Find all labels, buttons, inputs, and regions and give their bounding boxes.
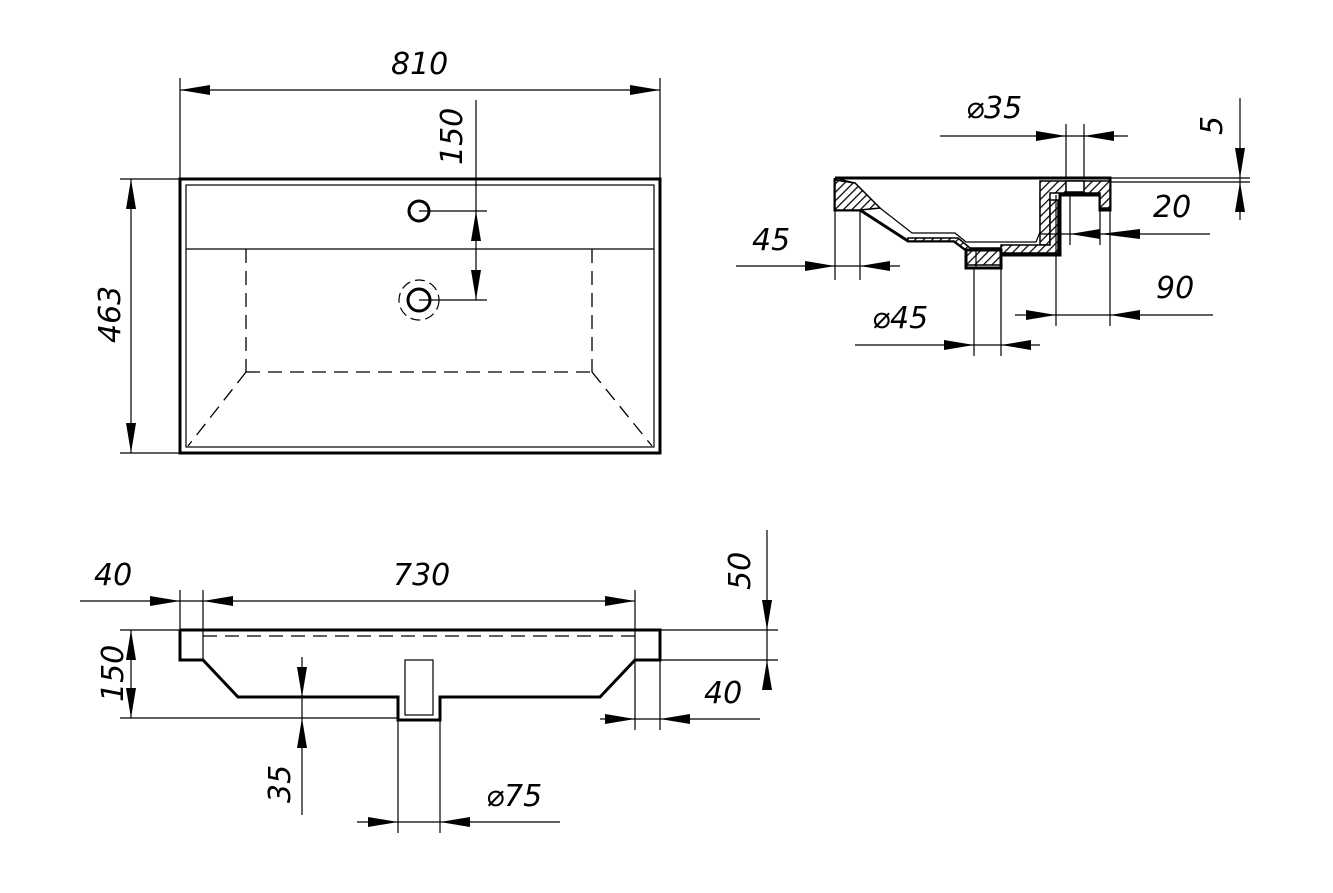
dim-text-dia45: ⌀45 [872,301,928,336]
dim-text-5: 5 [1195,116,1230,135]
dim-text-40-left: 40 [94,558,132,593]
front-drain-spout [404,659,434,716]
dim-text-45: 45 [752,223,790,258]
front-profile [178,628,662,722]
top-outer-outline [178,177,662,455]
side-bowl-surface [834,177,1055,243]
dim-text-90: 90 [1156,271,1194,306]
top-view: 810 463 150 [93,47,662,455]
front-view: 40 730 150 50 40 35 [80,530,778,833]
bowl-hidden-diag-left [187,371,247,447]
dim-text-dia75: ⌀75 [486,779,542,814]
dim-text-150-front: 150 [96,645,131,702]
side-faucet-slot [1065,180,1085,193]
top-inner-outline [185,184,655,448]
dim-text-730: 730 [393,558,450,593]
side-section-left [834,179,882,211]
dim-text-20: 20 [1153,190,1191,225]
dim-text-40-right: 40 [704,676,742,711]
side-view: ⌀35 5 20 45 90 ⌀45 [736,91,1250,356]
dim-text-463: 463 [93,286,128,343]
bowl-hidden-diag-right [591,371,653,447]
dim-text-150-top: 150 [435,108,470,165]
dim-text-50: 50 [723,552,758,590]
dim-text-35: 35 [263,765,298,803]
dim-text-810: 810 [391,47,448,82]
dim-text-dia35: ⌀35 [966,91,1022,126]
